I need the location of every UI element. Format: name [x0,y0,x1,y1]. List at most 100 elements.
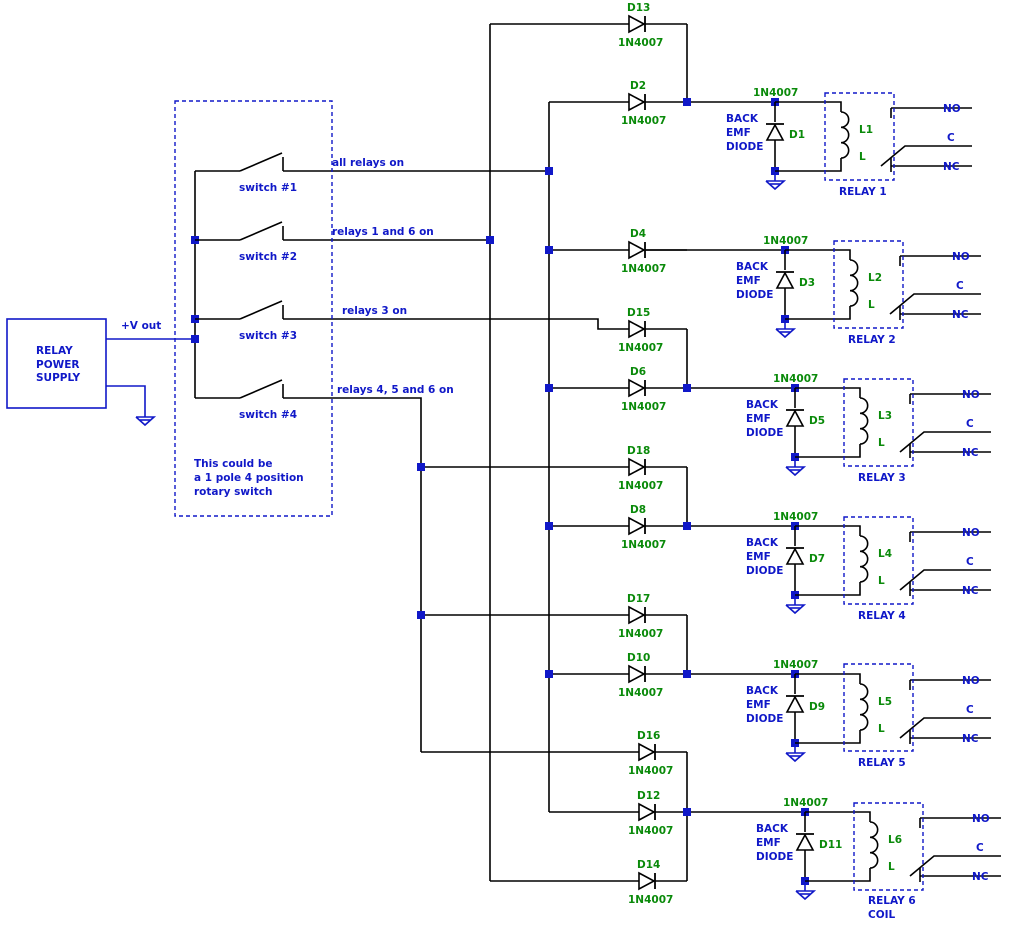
common-wire [899,717,991,739]
sw4-out [283,397,422,752]
junction-dot [683,384,691,392]
junction-dot [545,167,553,175]
flyback-ref-label: D11 [819,839,842,851]
diode-triangle [628,14,646,34]
flyback-ref-label: D9 [809,701,825,713]
relay-power-supply-box [6,318,107,409]
flyback-diode-icon [785,547,805,565]
c-label: C [947,132,955,144]
ground-icon [785,604,807,615]
switch-function-label: all relays on [332,157,404,169]
nc-label: NC [972,871,989,883]
coil-bottom [795,730,861,744]
back-emf-label: EMF [746,699,771,711]
coil-ref-label: L5 [878,696,892,708]
diode-triangle [638,802,656,822]
coil-top [775,101,842,112]
diode-triangle [628,240,646,260]
back-emf-label: EMF [746,551,771,563]
ground-icon [135,416,157,427]
coil-l-label: L [878,723,885,735]
back-emf-label: EMF [746,413,771,425]
diode-icon [638,802,656,822]
junction-dot [683,98,691,106]
ground-symbol [785,752,807,763]
common-wire [889,293,981,315]
coil-top [795,673,861,684]
relay-box [843,516,914,605]
diode-part-label: 1N4007 [628,894,673,906]
diode-ref-label: D12 [637,790,660,802]
nc-label: NC [962,585,979,597]
coil-bottom [795,444,861,458]
coil-loops [859,397,869,445]
flyback-ref-label: D3 [799,277,815,289]
c-label: C [956,280,964,292]
diode-ref-label: D13 [627,2,650,14]
relay-coil-icon [859,683,869,731]
diode-ref-label: D18 [627,445,650,457]
coil-l-label: L [859,151,866,163]
back-emf-label: BACK [746,399,779,411]
diode-icon [628,457,646,477]
ground-icon [765,180,787,191]
flyback-part-label: 1N4007 [773,373,818,385]
diode-triangle [628,378,646,398]
flyback-part-label: 1N4007 [783,797,828,809]
coil-top [805,811,871,822]
diode-triangle [785,695,805,713]
flyback-part-label: 1N4007 [773,511,818,523]
back-emf-label: EMF [726,127,751,139]
no-label: NO [972,813,990,825]
relay-name-label: RELAY 6 [868,895,916,907]
flyback-diode-icon [775,271,795,289]
coil-loops [849,259,859,307]
diode-triangle [638,871,656,891]
junction-dot [417,611,425,619]
coil-l-label: L [878,437,885,449]
coil-l-label: L [888,861,895,873]
relay-name-label: RELAY 1 [839,186,887,198]
coil-top [795,387,861,398]
c-label: C [966,704,974,716]
ground-symbol [765,180,787,191]
diode-part-label: 1N4007 [628,765,673,777]
diode-part-label: 1N4007 [621,401,666,413]
switch-icon [239,152,284,172]
back-emf-label: DIODE [756,851,793,863]
flyback-ref-label: D1 [789,129,805,141]
diode-triangle [795,833,815,851]
relay-box [853,802,924,891]
diode-triangle [785,547,805,565]
ground-symbol [785,466,807,477]
diode-triangle [638,742,656,762]
ground-icon [795,890,817,901]
no-label: NO [962,389,980,401]
junction-dot [545,522,553,530]
ground-symbol [795,890,817,901]
coil-ref-label: L1 [859,124,873,136]
ground-icon [785,752,807,763]
coil-loops [869,821,879,869]
diode-part-label: 1N4007 [618,480,663,492]
junction-dot [683,670,691,678]
common-wire [899,431,991,453]
common-wire [880,145,972,167]
vout-label: +V out [121,320,161,332]
junction-dot [545,246,553,254]
coil-ref-label: L3 [878,410,892,422]
diode-ref-label: D16 [637,730,660,742]
junction-dot [683,522,691,530]
diode-triangle [785,409,805,427]
switch-blade [239,221,283,241]
junction-dot [191,335,199,343]
switch-blade [239,300,283,320]
coil-bottom [785,306,851,320]
diode-ref-label: D2 [630,80,646,92]
switch-label: switch #2 [239,251,297,263]
back-emf-label: DIODE [746,565,783,577]
diode-triangle [628,605,646,625]
coil-l-label: L [868,299,875,311]
flyback-diode-icon [795,833,815,851]
back-emf-label: BACK [746,537,779,549]
